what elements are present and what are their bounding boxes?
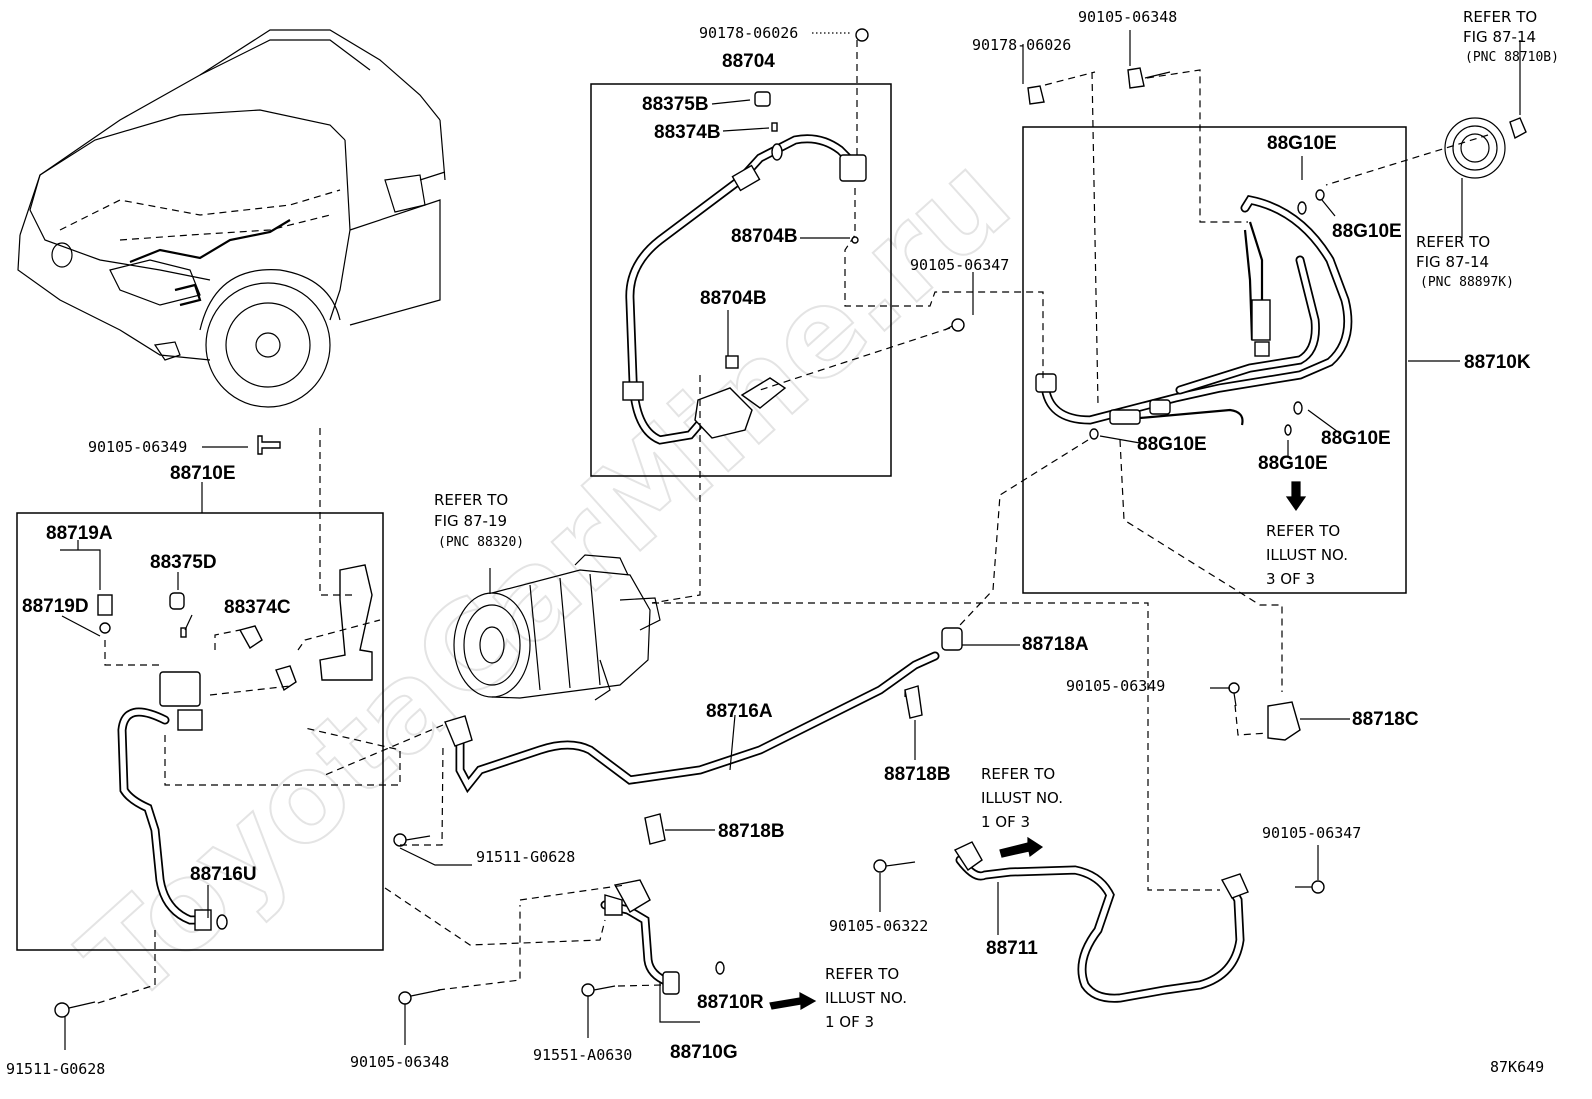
label-91511-G0628: 91511-G0628 — [476, 848, 575, 866]
ref-illust-1-of-3-a: REFER TO ILLUST NO. 1 OF 3 — [981, 765, 1063, 831]
pipe-88710G — [600, 879, 725, 995]
svg-text:3 OF 3: 3 OF 3 — [1266, 570, 1315, 588]
refer-parts-top-right — [1027, 67, 1527, 179]
svg-text:FIG 87-14: FIG 87-14 — [1416, 253, 1489, 271]
label-88G10E: 88G10E — [1267, 133, 1337, 154]
svg-text:(PNC 88897K): (PNC 88897K) — [1420, 275, 1514, 290]
label-88375D: 88375D — [150, 552, 217, 573]
bolt-90105-06347-b — [1295, 880, 1325, 894]
label-88704B: 88704B — [731, 226, 798, 247]
label-88716U: 88716U — [190, 864, 257, 885]
leader-lines — [60, 30, 1521, 1050]
label-88711: 88711 — [986, 938, 1038, 959]
svg-text:ILLUST NO.: ILLUST NO. — [1266, 546, 1348, 564]
bolt-91511-G0628-a — [393, 833, 431, 847]
label-88704B: 88704B — [700, 288, 767, 309]
svg-text:ILLUST NO.: ILLUST NO. — [981, 789, 1063, 807]
pipe-88716A — [444, 627, 963, 794]
ref-illust-3-of-3: REFER TO ILLUST NO. 3 OF 3 — [1266, 522, 1348, 588]
bolt-90105-06322 — [873, 859, 916, 873]
label-88710G: 88710G — [670, 1042, 738, 1063]
compressor-illustration — [453, 554, 661, 701]
direction-arrows — [769, 481, 1307, 1011]
label-88710K: 88710K — [1464, 352, 1531, 373]
small-parts-88704 — [725, 28, 869, 369]
group-box-88710K — [1022, 126, 1407, 594]
label-91511-G0628: 91511-G0628 — [6, 1060, 105, 1078]
svg-text:REFER TO: REFER TO — [1266, 522, 1340, 540]
ref-fig-87-14-mid: REFER TO FIG 87-14 (PNC 88897K) — [1416, 233, 1514, 290]
diagram-code: 87K649 — [1490, 1058, 1544, 1076]
label-90178-06026: 90178-06026 — [699, 24, 798, 42]
label-88719A: 88719A — [46, 523, 113, 544]
group-box-88704 — [590, 83, 892, 477]
label-90105-06348: 90105-06348 — [350, 1053, 449, 1071]
bolt-91551-A0630 — [581, 983, 616, 997]
label-90105-06349: 90105-06349 — [1066, 677, 1165, 695]
svg-text:REFER TO: REFER TO — [1416, 233, 1490, 251]
bolts — [54, 318, 1325, 1018]
bolt-90105-06349-b — [1228, 682, 1240, 707]
svg-text:FIG 87-14: FIG 87-14 — [1463, 28, 1536, 46]
svg-text:(PNC 88320): (PNC 88320) — [438, 535, 524, 550]
label-88710R: 88710R — [697, 992, 764, 1013]
label-88G10E: 88G10E — [1321, 428, 1391, 449]
label-90105-06322: 90105-06322 — [829, 917, 928, 935]
connector-lines — [94, 40, 1489, 1005]
svg-text:(PNC 88710B): (PNC 88710B) — [1465, 50, 1559, 65]
ref-illust-1-of-3-b: REFER TO ILLUST NO. 1 OF 3 — [825, 965, 907, 1031]
svg-text:ILLUST NO.: ILLUST NO. — [825, 989, 907, 1007]
group-box-88710E — [16, 512, 384, 951]
label-88718C: 88718C — [1352, 709, 1419, 730]
assembly-88704-hose — [622, 134, 867, 445]
svg-text:REFER TO: REFER TO — [981, 765, 1055, 783]
svg-text:1 OF 3: 1 OF 3 — [981, 813, 1030, 831]
label-90105-06349: 90105-06349 — [88, 438, 187, 456]
bolt-90105-06348-b — [398, 989, 441, 1005]
label-88G10E: 88G10E — [1258, 453, 1328, 474]
assembly-88710K — [1035, 189, 1353, 440]
label-88375B: 88375B — [642, 94, 709, 115]
label-90105-06348: 90105-06348 — [1078, 8, 1177, 26]
arrow-down-icon — [1285, 481, 1307, 512]
assembly-88710E — [117, 564, 373, 931]
svg-text:REFER TO: REFER TO — [434, 491, 508, 509]
vehicle-locator-illustration — [17, 29, 446, 408]
label-88716A: 88716A — [706, 701, 773, 722]
reference-notes: REFER TO FIG 87-14 (PNC 88710B) REFER TO… — [434, 8, 1559, 1031]
label-90178-06026: 90178-06026 — [972, 36, 1071, 54]
svg-text:REFER TO: REFER TO — [825, 965, 899, 983]
label-91551-A0630: 91551-A0630 — [533, 1046, 632, 1064]
label-88719D: 88719D — [22, 596, 89, 617]
label-88374B: 88374B — [654, 122, 721, 143]
ref-fig-87-19: REFER TO FIG 87-19 (PNC 88320) — [434, 491, 524, 550]
label-88718A: 88718A — [1022, 634, 1089, 655]
label-88G10E: 88G10E — [1137, 434, 1207, 455]
label-88718B: 88718B — [718, 821, 785, 842]
label-88G10E: 88G10E — [1332, 221, 1402, 242]
small-parts-88710E — [97, 435, 281, 638]
svg-text:FIG 87-19: FIG 87-19 — [434, 512, 507, 530]
ref-fig-87-14-top: REFER TO FIG 87-14 (PNC 88710B) — [1463, 8, 1559, 65]
bolt-91511-G0628-b — [54, 1001, 96, 1018]
label-88718B: 88718B — [884, 764, 951, 785]
label-90105-06347: 90105-06347 — [910, 256, 1009, 274]
label-88710E: 88710E — [170, 463, 236, 484]
arrow-right-icon — [999, 836, 1044, 858]
clips — [644, 685, 1301, 845]
label-90105-06347: 90105-06347 — [1262, 824, 1361, 842]
svg-text:1 OF 3: 1 OF 3 — [825, 1013, 874, 1031]
part-labels: 90178-06026 88704 88375B 88374B 88704B 8… — [6, 8, 1544, 1078]
arrow-right-icon — [769, 992, 817, 1011]
label-88374C: 88374C — [224, 597, 291, 618]
svg-text:REFER TO: REFER TO — [1463, 8, 1537, 26]
pipe-88711 — [953, 841, 1249, 1003]
label-88704: 88704 — [722, 51, 775, 72]
